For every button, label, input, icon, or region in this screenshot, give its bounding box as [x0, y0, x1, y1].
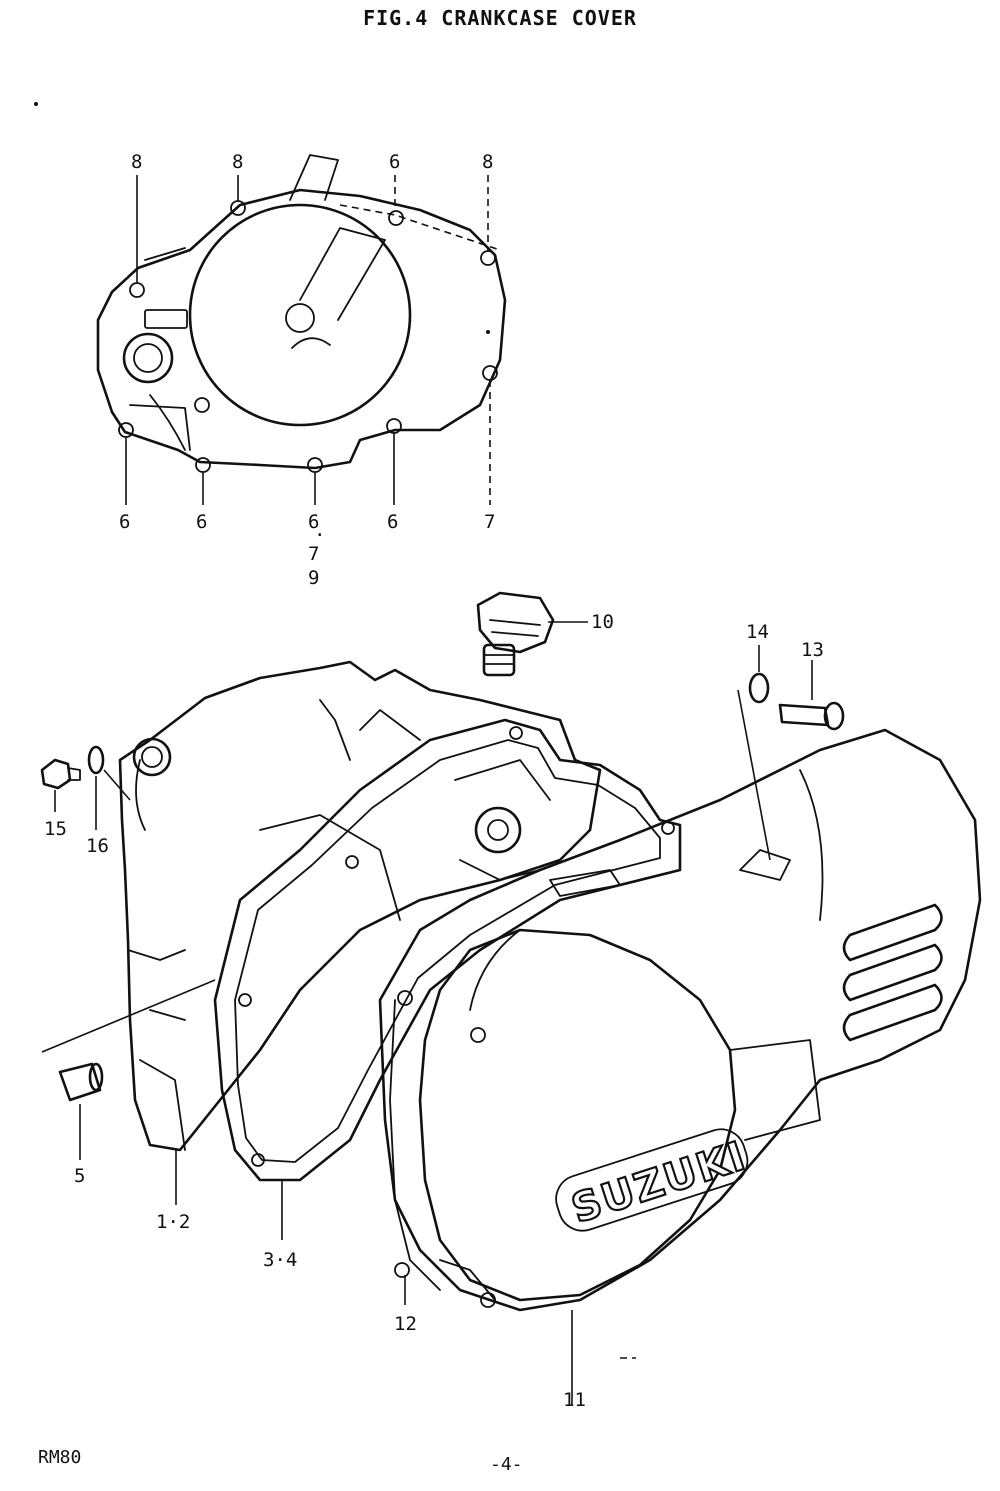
figure-title: FIG.4 CRANKCASE COVER	[363, 6, 637, 30]
callout-1-2: 1·2	[156, 1211, 190, 1233]
oil-filler-cap	[476, 591, 588, 677]
crankcase-cover-inner	[118, 660, 602, 1205]
callout-15: 15	[44, 818, 67, 840]
leader-lines-top	[125, 175, 491, 505]
callout-5: 5	[74, 1165, 85, 1187]
dowel-pin	[41, 979, 216, 1160]
callout-6: 6	[387, 511, 398, 533]
callout-7: 7	[308, 543, 319, 565]
bolt-and-washer-13-14	[737, 645, 845, 861]
page-number: -4-	[490, 1454, 523, 1475]
callout-13: 13	[801, 639, 824, 661]
model-code: RM80	[38, 1447, 82, 1468]
callout-6: 6	[389, 151, 400, 173]
callout-11: 11	[563, 1389, 586, 1411]
callout-8: 8	[131, 151, 142, 173]
callout-6: 6	[308, 511, 319, 533]
callout-6: 6	[196, 511, 207, 533]
callout-16: 16	[86, 835, 109, 857]
callout-3-4: 3·4	[263, 1249, 297, 1271]
clutch-cover-inner-view: 8 8 6 8 6 6 6 · 7 9 6 7	[96, 151, 507, 589]
callout-7: 7	[484, 511, 495, 533]
callout-10: 10	[591, 611, 614, 633]
callout-8: 8	[232, 151, 243, 173]
callout-8: 8	[482, 151, 493, 173]
callout-9: 9	[308, 567, 319, 589]
crankcase-cover-gasket	[213, 718, 682, 1240]
callout-6: 6	[119, 511, 130, 533]
callout-14: 14	[746, 621, 769, 643]
callout-12: 12	[394, 1313, 417, 1335]
bolt-and-washer-15-16	[40, 745, 131, 830]
callout-separator: ·	[314, 524, 325, 546]
suzuki-logo: SUZUKI	[555, 1128, 753, 1234]
